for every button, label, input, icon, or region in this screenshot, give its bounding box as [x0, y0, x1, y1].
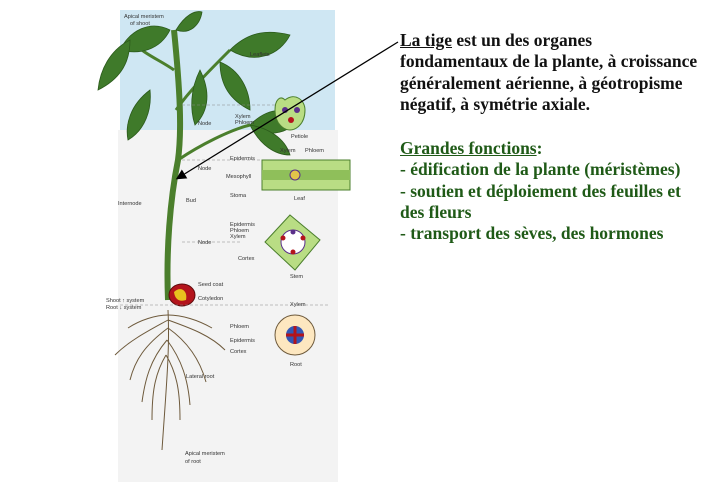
- roots: [114, 309, 226, 451]
- label-of-root: of root: [185, 459, 201, 465]
- leaf: [229, 31, 291, 58]
- leaf: [191, 69, 208, 126]
- function-item: - édification de la plante (méristèmes): [400, 159, 681, 180]
- label-cortex-stem: Cortex: [238, 256, 255, 262]
- stem-section: [264, 214, 321, 271]
- label-leaflets: Leaflets: [250, 52, 270, 58]
- function-item: - soutien et déploiement des feuilles et…: [400, 180, 681, 223]
- root-section: [274, 314, 316, 356]
- petiole-section: [274, 96, 306, 131]
- label-node: Node: [198, 121, 211, 127]
- leaves: [97, 11, 301, 156]
- branch: [177, 123, 251, 162]
- label-stem: Stem: [290, 274, 303, 280]
- label-epidermis-root: Epidermis: [230, 338, 255, 344]
- label-xylem-stem: Xylem: [230, 234, 246, 240]
- cotyledon-shape: [174, 289, 187, 301]
- label-lateral-root: Lateral root: [186, 374, 215, 380]
- functions-section: Grandes fonctions: - édification de la p…: [400, 138, 700, 244]
- label-epidermis-stem: Epidermis: [230, 222, 255, 228]
- definition-paragraph: La tige est un des organes fondamentaux …: [400, 30, 700, 115]
- label-seed-coat: Seed coat: [198, 282, 224, 288]
- functions-colon: :: [536, 138, 543, 159]
- label-shoot-system: Shoot ↑ system: [106, 298, 145, 304]
- label-epidermis: Epidermis: [230, 156, 255, 162]
- label-mesophyll: Mesophyll: [226, 174, 251, 180]
- label-phloem-root: Phloem: [230, 324, 249, 330]
- label-petiole: Petiole: [291, 134, 308, 140]
- label-apical-meristem-root: Apical meristem: [185, 451, 225, 457]
- label-xylem-leaf: Xylem: [280, 148, 296, 154]
- definition-text: est un des organes fondamentaux de la pl…: [400, 30, 698, 114]
- leaf: [126, 89, 151, 141]
- leaf: [97, 39, 131, 91]
- label-phloem: Phloem: [235, 120, 254, 126]
- label-internode: Internode: [118, 201, 142, 207]
- leaf-section: [261, 159, 351, 191]
- leaf: [175, 11, 203, 32]
- label-bud: Bud: [186, 198, 196, 204]
- label-node-3: Node: [198, 240, 211, 246]
- label-phloem-stem: Phloem: [230, 228, 249, 234]
- label-leaf: Leaf: [294, 196, 305, 202]
- label-cortex-root: Cortex: [230, 349, 247, 355]
- label-of-shoot: of shoot: [130, 21, 150, 27]
- label-xylem: Xylem: [235, 114, 251, 120]
- label-apical-meristem-shoot: Apical meristem: [124, 14, 164, 20]
- functions-heading: Grandes fonctions: [400, 138, 537, 159]
- label-root: Root: [290, 362, 302, 368]
- leaf: [249, 124, 291, 156]
- term-tige: La tige: [400, 30, 453, 50]
- plant-anatomy-figure: Apical meristem of shoot Leaflets Node X…: [97, 10, 351, 482]
- label-root-system: Root ↓ system: [106, 305, 142, 311]
- text-block: La tige est un des organes fondamentaux …: [400, 30, 700, 245]
- label-cotyledon: Cotyledon: [198, 296, 223, 302]
- label-xylem-root: Xylem: [290, 302, 306, 308]
- label-stoma: Stoma: [230, 193, 247, 199]
- label-phloem-leaf: Phloem: [305, 148, 324, 154]
- label-node-2: Node: [198, 166, 211, 172]
- function-item: - transport des sèves, des hormones: [400, 223, 664, 244]
- leaf: [219, 61, 251, 111]
